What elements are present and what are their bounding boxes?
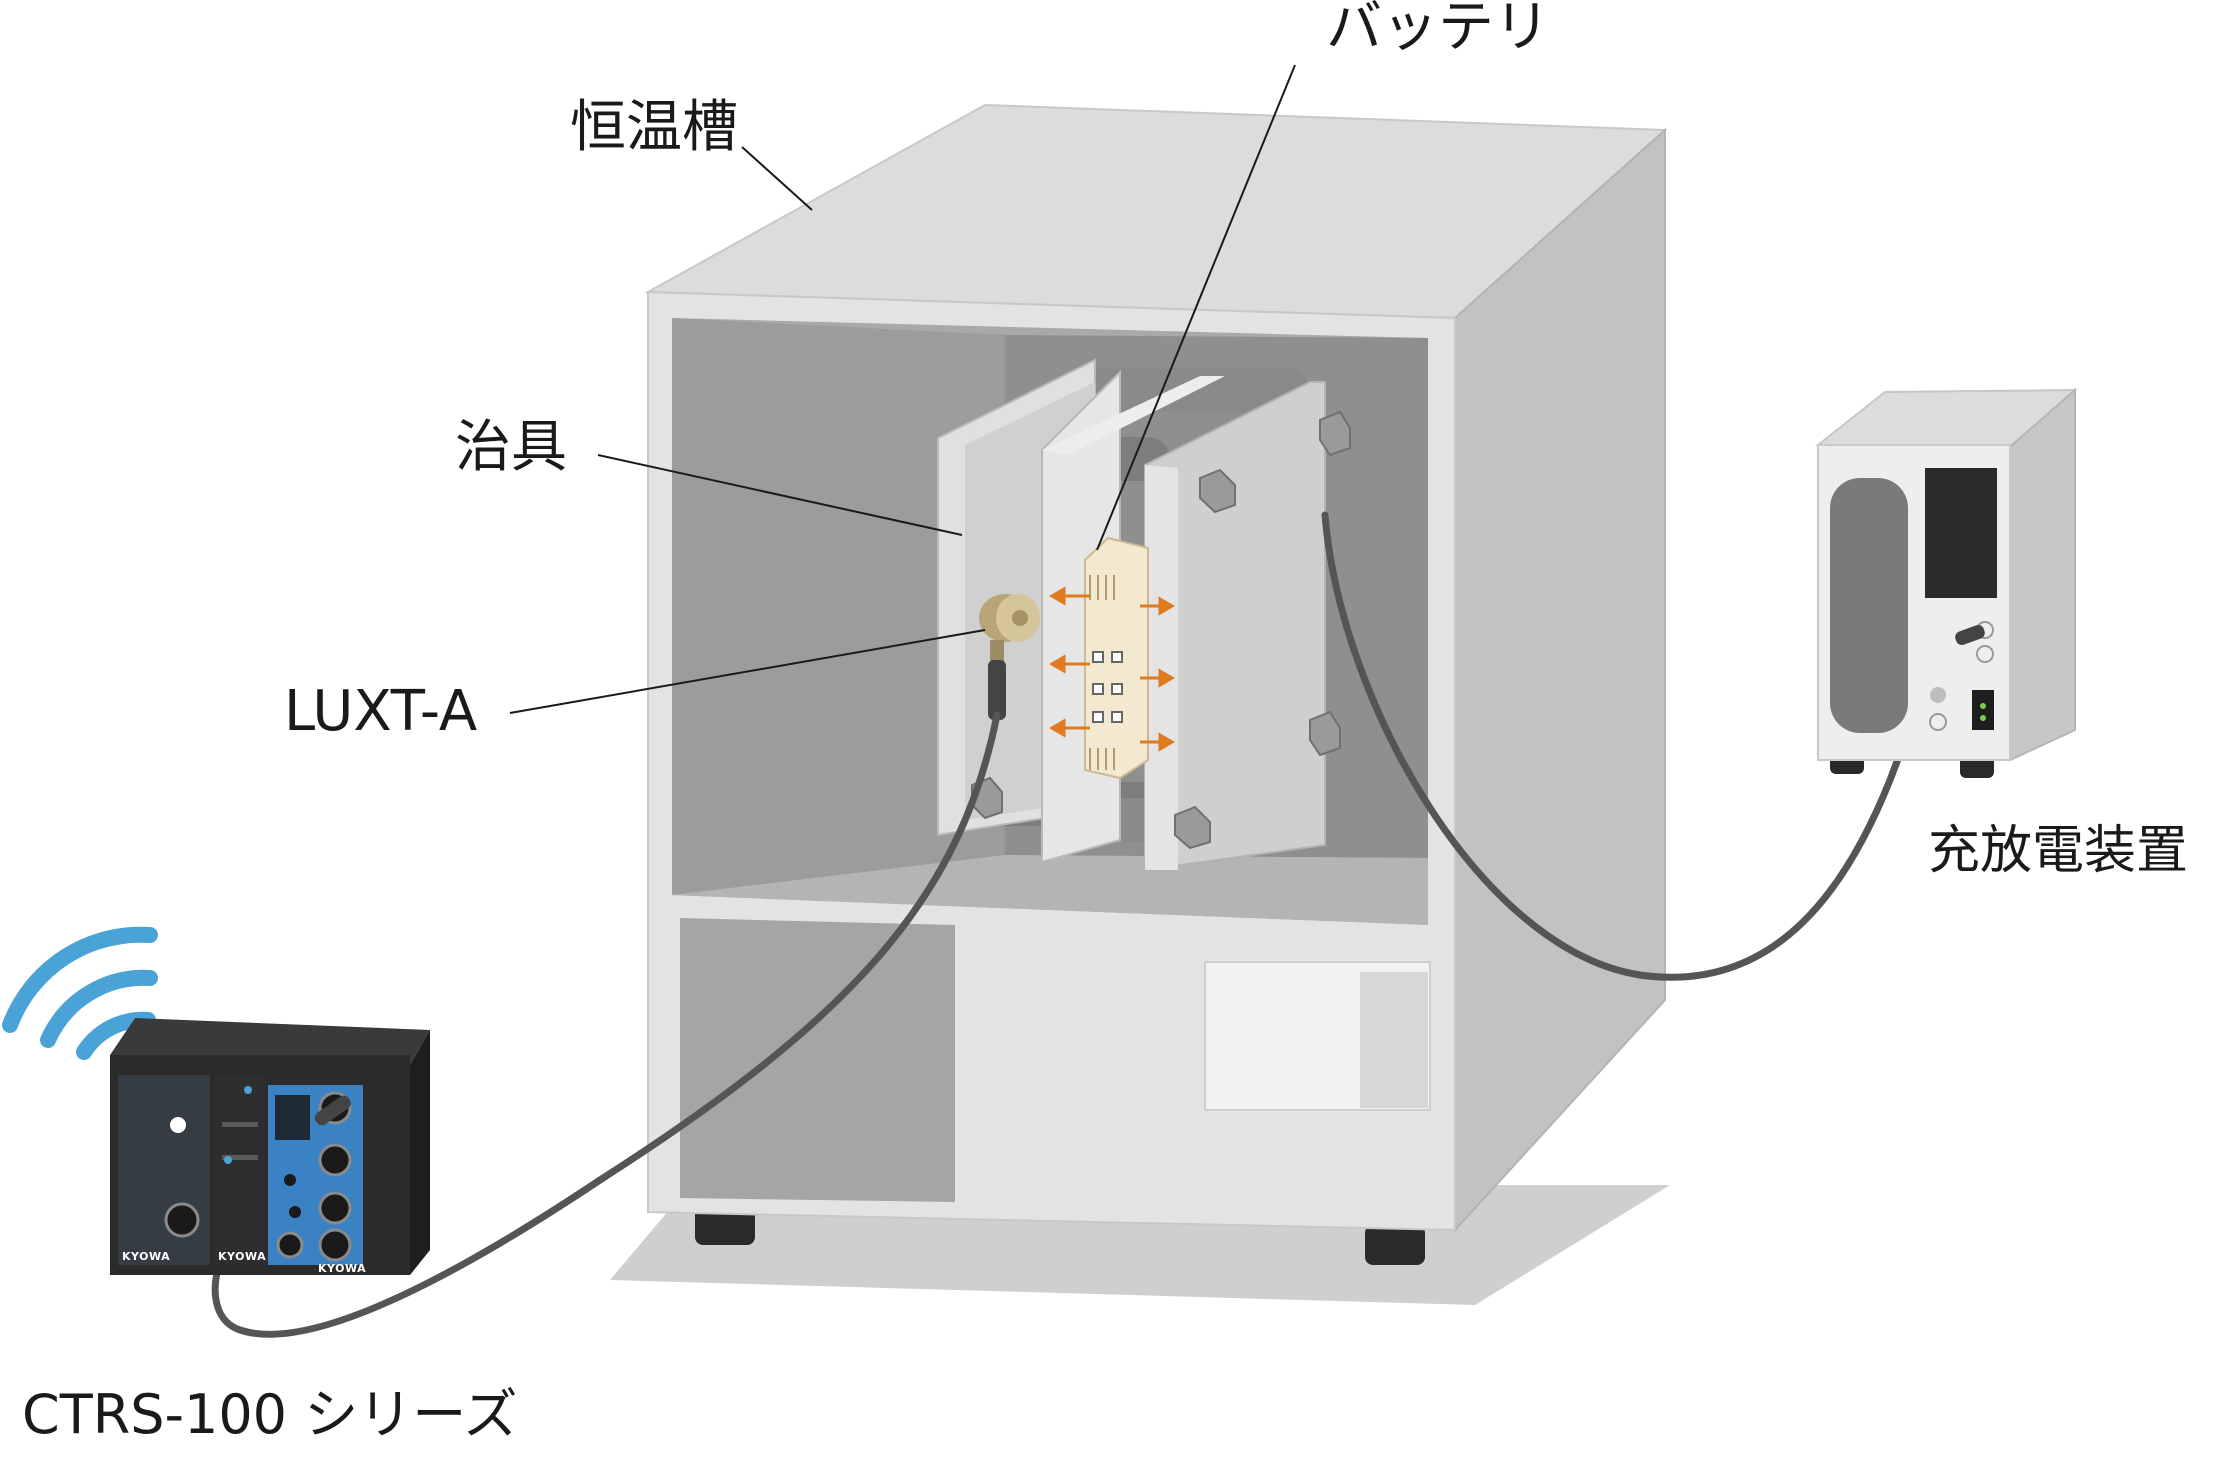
leader-lines <box>509 64 1296 714</box>
label-battery: バッテリ <box>1326 0 1550 60</box>
sensor-cable <box>211 711 1001 1338</box>
expansion-arrow-icon <box>1049 586 1175 752</box>
label-logger: CTRS-100 シリーズ <box>22 1383 518 1446</box>
logger-brand-3: KYOWA <box>318 1262 367 1275</box>
charge-discharge-unit <box>1815 387 2078 778</box>
label-chamber: 恒温槽 <box>570 95 738 160</box>
battery-fixture <box>937 358 1351 872</box>
logger-brand-1: KYOWA <box>122 1250 171 1263</box>
ctrs-100-logger <box>110 1018 430 1275</box>
logger-brand-2: KYOWA <box>218 1250 267 1263</box>
label-sensor: LUXT-A <box>284 679 478 744</box>
battery-cell <box>1084 536 1149 780</box>
luxt-a-sensor <box>979 594 1040 720</box>
label-charger: 充放電装置 <box>1928 821 2189 881</box>
label-fixture: 治具 <box>455 415 567 480</box>
